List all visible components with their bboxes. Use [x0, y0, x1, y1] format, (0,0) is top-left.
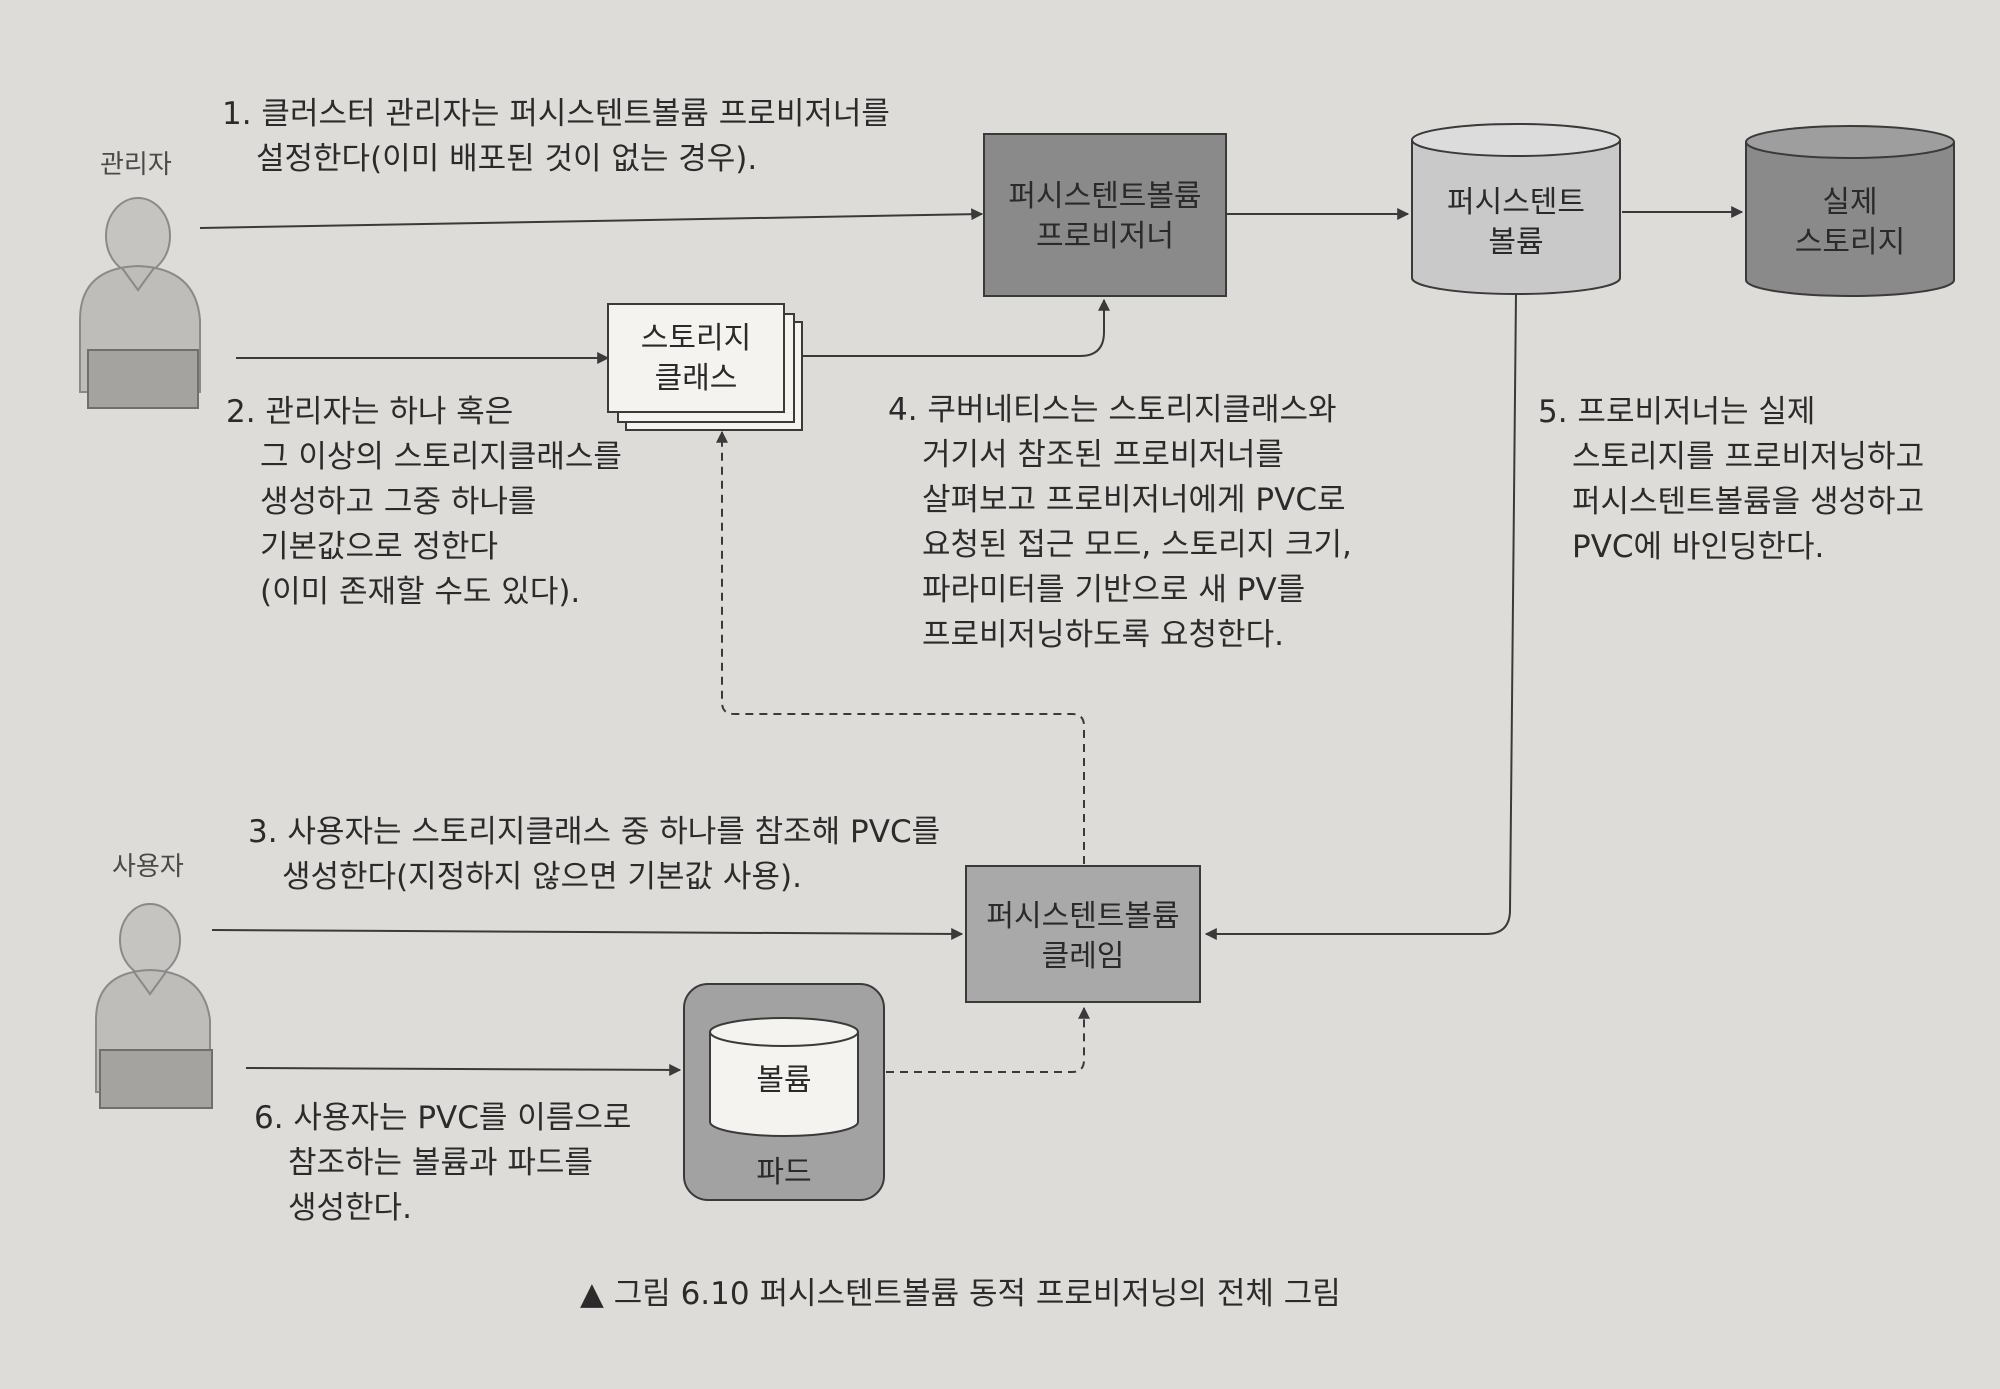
- volume-label: 볼륨: [756, 1063, 811, 1098]
- pvc-node: 퍼시스텐트볼륨 클레임: [965, 865, 1201, 1003]
- pvc-label: 퍼시스텐트볼륨: [986, 899, 1179, 934]
- step-1-text: 1. 클러스터 관리자는 퍼시스텐트볼륨 프로비저너를 설정한다(이미 배포된 …: [222, 92, 890, 182]
- actual-storage-label: 스토리지: [1795, 225, 1905, 260]
- step-5-line: PVC에 바인딩한다.: [1572, 529, 1825, 565]
- step-6-line: 참조하는 볼륨과 파드를: [288, 1145, 593, 1181]
- actual-storage-node: 실제 스토리지: [1745, 125, 1955, 297]
- step-3-text: 3. 사용자는 스토리지클래스 중 하나를 참조해 PVC를 생성한다(지정하지…: [248, 810, 940, 900]
- pv-provisioner-label: 퍼시스텐트볼륨: [1008, 179, 1201, 214]
- persistent-volume-label: 볼륨: [1488, 225, 1543, 260]
- storage-class-label: 스토리지: [641, 321, 751, 356]
- actual-storage-label: 실제: [1822, 185, 1877, 220]
- step-4-line: 요청된 접근 모드, 스토리지 크기,: [922, 527, 1352, 563]
- step-2-line: 생성하고 그중 하나를: [260, 484, 537, 520]
- step-1-line: 1. 클러스터 관리자는 퍼시스텐트볼륨 프로비저너를: [222, 96, 890, 132]
- arrow-user-to-pvc: [211, 927, 964, 940]
- step-5-text: 5. 프로비저너는 실제 스토리지를 프로비저닝하고 퍼시스텐트볼륨을 생성하고…: [1538, 390, 1924, 570]
- step-6-line: 6. 사용자는 PVC를 이름으로: [254, 1100, 632, 1136]
- step-1-line: 설정한다(이미 배포된 것이 없는 경우).: [256, 141, 758, 177]
- step-4-line: 거기서 참조된 프로비저너를: [922, 437, 1284, 473]
- step-2-text: 2. 관리자는 하나 혹은 그 이상의 스토리지클래스를 생성하고 그중 하나를…: [226, 390, 622, 615]
- step-3-line: 생성한다(지정하지 않으면 기본값 사용).: [282, 859, 802, 895]
- step-4-line: 살펴보고 프로비저너에게 PVC로: [922, 482, 1346, 518]
- storage-class-node: 스토리지 클래스: [607, 303, 803, 431]
- pv-provisioner-label: 프로비저너: [1036, 219, 1174, 254]
- step-5-line: 5. 프로비저너는 실제: [1538, 394, 1816, 430]
- step-5-line: 퍼시스텐트볼륨을 생성하고: [1572, 484, 1925, 520]
- step-6-text: 6. 사용자는 PVC를 이름으로 참조하는 볼륨과 파드를 생성한다.: [254, 1096, 631, 1231]
- arrow-admin-to-provisioner: [199, 208, 984, 229]
- arrow-pv-to-pvc: [1204, 291, 1517, 940]
- arrow-pvc-to-storageclass-dashed: [716, 430, 1085, 864]
- figure-caption: ▲ 그림 6.10 퍼시스텐트볼륨 동적 프로비저닝의 전체 그림: [580, 1276, 1341, 1312]
- arrow-volume-to-pvc-dashed: [858, 1006, 1090, 1073]
- persistent-volume-node: 퍼시스텐트 볼륨: [1411, 123, 1621, 295]
- step-5-line: 스토리지를 프로비저닝하고: [1572, 439, 1925, 475]
- step-6-line: 생성한다.: [288, 1190, 412, 1226]
- step-4-text: 4. 쿠버네티스는 스토리지클래스와 거기서 참조된 프로비저너를 살펴보고 프…: [888, 388, 1352, 658]
- step-3-line: 3. 사용자는 스토리지클래스 중 하나를 참조해 PVC를: [248, 814, 941, 850]
- step-2-line: (이미 존재할 수도 있다).: [260, 574, 581, 610]
- step-4-line: 4. 쿠버네티스는 스토리지클래스와: [888, 392, 1337, 428]
- storage-class-label: 클래스: [655, 361, 738, 396]
- pod-label: 파드: [756, 1155, 811, 1190]
- arrow-user-to-pod: [245, 1063, 682, 1076]
- step-2-line: 그 이상의 스토리지클래스를: [260, 439, 622, 475]
- persistent-volume-label: 퍼시스텐트: [1447, 185, 1585, 220]
- user-person-icon: [95, 903, 213, 1109]
- step-2-line: 2. 관리자는 하나 혹은: [226, 394, 514, 430]
- volume-node: 볼륨: [709, 1017, 859, 1137]
- admin-role-label: 관리자: [100, 150, 172, 180]
- admin-person-icon: [79, 197, 201, 409]
- step-4-line: 파라미터를 기반으로 새 PV를: [922, 572, 1306, 608]
- step-2-line: 기본값으로 정한다: [260, 529, 499, 565]
- pv-provisioner-node: 퍼시스텐트볼륨 프로비저너: [983, 133, 1227, 297]
- user-role-label: 사용자: [112, 852, 184, 882]
- pod-node: 볼륨 파드: [683, 983, 885, 1201]
- step-4-line: 프로비저닝하도록 요청한다.: [922, 617, 1284, 653]
- arrow-storageclass-to-provisioner: [796, 298, 1110, 357]
- pvc-label: 클레임: [1042, 939, 1125, 974]
